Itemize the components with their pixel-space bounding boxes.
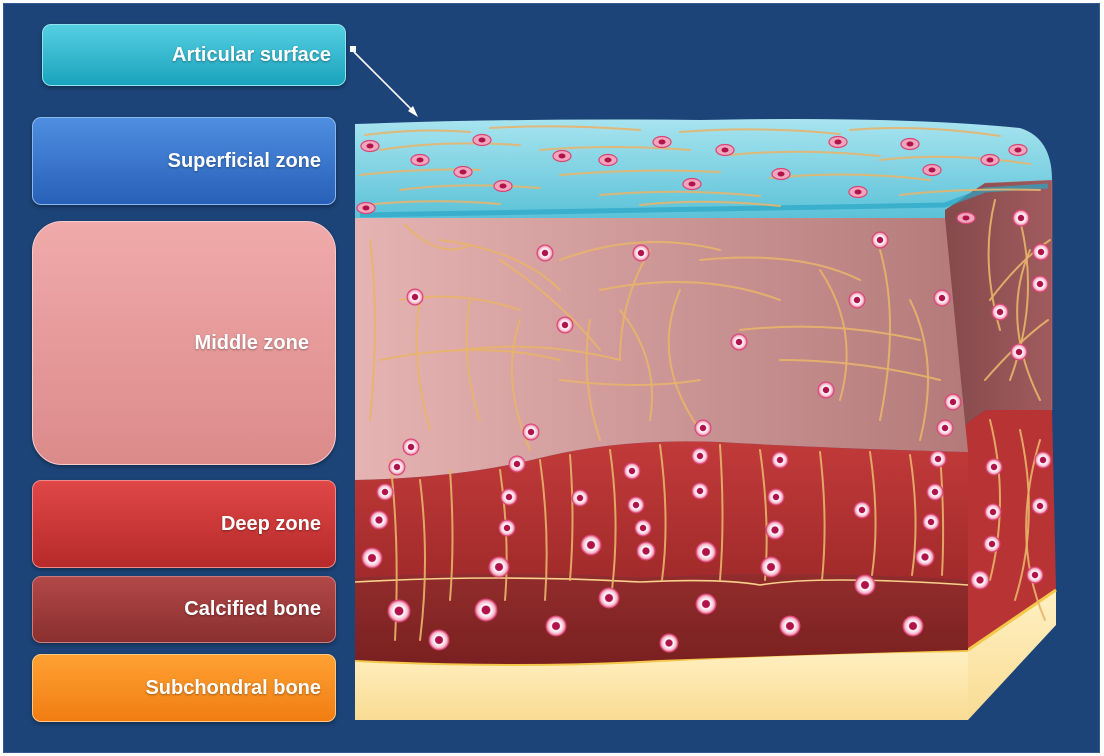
round-chondrocyte <box>660 634 678 652</box>
round-chondrocyte <box>557 317 573 333</box>
round-chondrocyte <box>986 459 1002 475</box>
round-chondrocyte <box>985 504 1001 520</box>
round-chondrocyte <box>768 489 784 505</box>
round-chondrocyte <box>930 451 946 467</box>
round-chondrocyte <box>403 439 419 455</box>
round-chondrocyte <box>1011 344 1027 360</box>
round-chondrocyte <box>854 502 870 518</box>
round-chondrocyte <box>362 548 382 568</box>
round-chondrocyte <box>489 557 509 577</box>
round-chondrocyte <box>581 535 601 555</box>
round-chondrocyte <box>572 490 588 506</box>
round-chondrocyte <box>546 616 566 636</box>
cell-nucleus <box>500 184 507 189</box>
round-chondrocyte <box>407 289 423 305</box>
cell-nucleus <box>460 170 467 175</box>
round-chondrocyte <box>1032 498 1048 514</box>
round-chondrocyte <box>624 463 640 479</box>
calcified-bone-layer <box>355 574 968 664</box>
round-chondrocyte <box>1013 210 1029 226</box>
round-chondrocyte <box>501 489 517 505</box>
round-chondrocyte <box>370 511 388 529</box>
cell-nucleus <box>417 158 424 163</box>
round-chondrocyte <box>389 459 405 475</box>
round-chondrocyte <box>475 599 497 621</box>
round-chondrocyte <box>761 557 781 577</box>
round-chondrocyte <box>1032 276 1048 292</box>
round-chondrocyte <box>945 394 961 410</box>
round-chondrocyte <box>772 452 788 468</box>
round-chondrocyte <box>429 630 449 650</box>
round-chondrocyte <box>934 290 950 306</box>
round-chondrocyte <box>388 600 410 622</box>
cell-nucleus <box>987 158 994 163</box>
round-chondrocyte <box>692 448 708 464</box>
round-chondrocyte <box>633 245 649 261</box>
round-chondrocyte <box>731 334 747 350</box>
cell-nucleus <box>963 216 970 221</box>
round-chondrocyte <box>1033 244 1049 260</box>
round-chondrocyte <box>537 245 553 261</box>
round-chondrocyte <box>628 497 644 513</box>
round-chondrocyte <box>696 542 716 562</box>
round-chondrocyte <box>916 548 934 566</box>
cell-nucleus <box>367 144 374 149</box>
round-chondrocyte <box>872 232 888 248</box>
round-chondrocyte <box>692 483 708 499</box>
round-chondrocyte <box>923 514 939 530</box>
round-chondrocyte <box>903 616 923 636</box>
round-chondrocyte <box>637 542 655 560</box>
round-chondrocyte <box>1027 567 1043 583</box>
round-chondrocyte <box>1035 452 1051 468</box>
round-chondrocyte <box>971 571 989 589</box>
round-chondrocyte <box>635 520 651 536</box>
round-chondrocyte <box>855 575 875 595</box>
round-chondrocyte <box>818 382 834 398</box>
round-chondrocyte <box>937 420 953 436</box>
round-chondrocyte <box>992 304 1008 320</box>
cell-nucleus <box>855 190 862 195</box>
cell-nucleus <box>659 140 666 145</box>
cell-nucleus <box>722 148 729 153</box>
round-chondrocyte <box>984 536 1000 552</box>
round-chondrocyte <box>499 520 515 536</box>
round-chondrocyte <box>509 456 525 472</box>
cell-nucleus <box>1015 148 1022 153</box>
round-chondrocyte <box>849 292 865 308</box>
round-chondrocyte <box>927 484 943 500</box>
cell-nucleus <box>907 142 914 147</box>
cell-nucleus <box>689 182 696 187</box>
round-chondrocyte <box>599 588 619 608</box>
round-chondrocyte <box>377 484 393 500</box>
cell-nucleus <box>778 172 785 177</box>
round-chondrocyte <box>696 594 716 614</box>
cell-nucleus <box>559 154 566 159</box>
cell-nucleus <box>929 168 936 173</box>
cell-nucleus <box>363 206 370 211</box>
articular-pointer-arrow <box>350 46 418 117</box>
cell-nucleus <box>479 138 486 143</box>
cell-nucleus <box>605 158 612 163</box>
round-chondrocyte <box>695 420 711 436</box>
cell-nucleus <box>835 140 842 145</box>
round-chondrocyte <box>766 521 784 539</box>
round-chondrocyte <box>523 424 539 440</box>
round-chondrocyte <box>780 616 800 636</box>
